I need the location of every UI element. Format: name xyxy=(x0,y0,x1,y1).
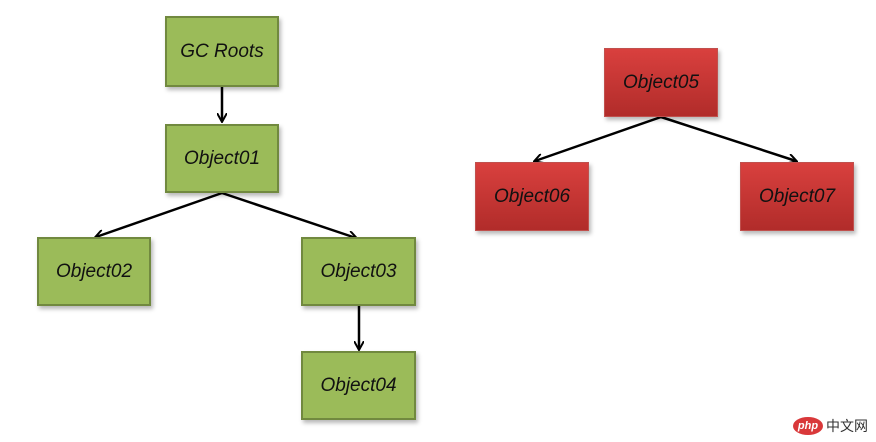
node-object03: Object03 xyxy=(301,237,416,306)
node-object05: Object05 xyxy=(604,48,718,117)
edge-object01-object03 xyxy=(221,191,356,238)
php-logo-icon: php xyxy=(793,417,823,435)
site-watermark: php 中文网 xyxy=(793,416,868,436)
watermark-text: 中文网 xyxy=(826,418,868,434)
node-object02: Object02 xyxy=(37,237,151,306)
node-gc-roots: GC Roots xyxy=(165,16,279,87)
node-object07: Object07 xyxy=(740,162,854,231)
node-object01: Object01 xyxy=(165,124,279,193)
node-object06: Object06 xyxy=(475,162,589,231)
edge-object05-object06 xyxy=(535,115,662,161)
edge-object05-object07 xyxy=(660,115,796,161)
edge-object01-object02 xyxy=(96,191,223,237)
node-object04: Object04 xyxy=(301,351,416,420)
